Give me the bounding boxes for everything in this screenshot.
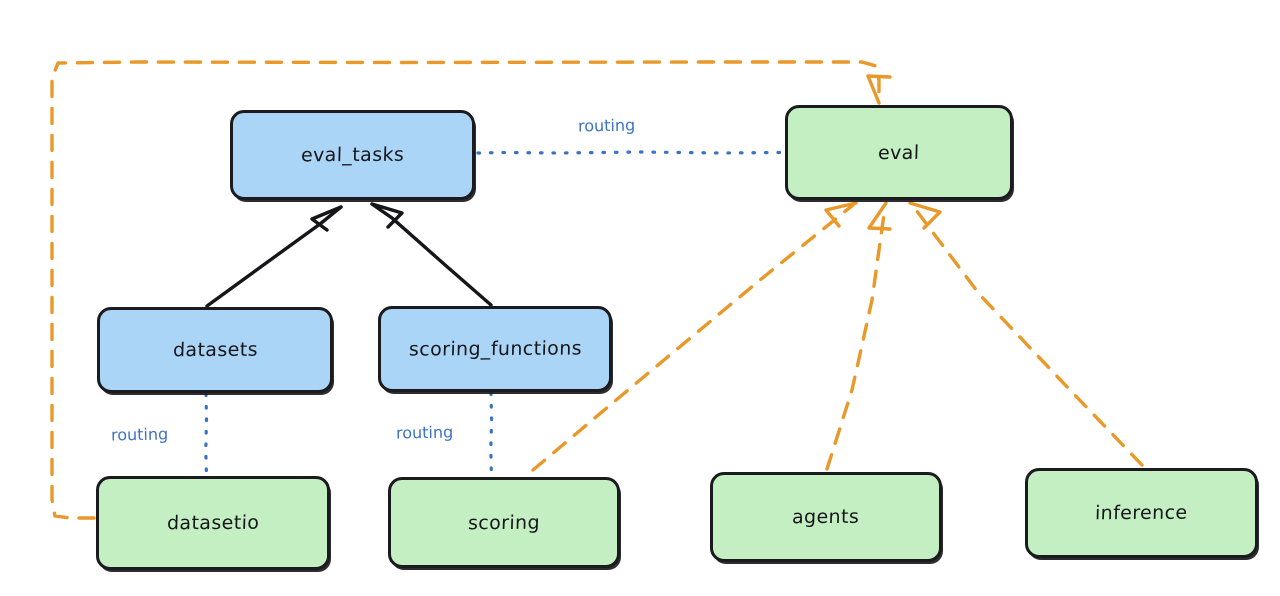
edge-inference-to-eval	[908, 201, 1144, 467]
node-label: scoring_functions	[408, 337, 582, 361]
node-eval[interactable]: eval	[785, 105, 1013, 200]
node-inference[interactable]: inference	[1025, 468, 1258, 558]
edge-eval_tasks-to-eval	[476, 150, 784, 155]
node-datasets[interactable]: datasets	[97, 307, 333, 393]
node-eval-tasks[interactable]: eval_tasks	[230, 110, 475, 200]
node-scoring-functions[interactable]: scoring_functions	[378, 306, 612, 392]
node-label: eval	[877, 141, 921, 164]
node-label: scoring	[467, 511, 541, 534]
node-label: datasetio	[166, 511, 260, 535]
node-scoring[interactable]: scoring	[388, 477, 620, 568]
node-datasetio[interactable]: datasetio	[96, 476, 330, 570]
edge-label-routing-datasets: routing	[110, 424, 169, 445]
node-label: agents	[792, 505, 860, 529]
node-agents[interactable]: agents	[710, 472, 942, 562]
edge-scoring_functions-to-eval_tasks	[370, 202, 493, 307]
edge-datasets-to-datasetio	[204, 392, 209, 476]
edge-label-routing-scoring-functions: routing	[395, 422, 454, 443]
edge-datasets-to-eval_tasks	[205, 205, 343, 308]
node-label: datasets	[172, 338, 258, 362]
node-label: eval_tasks	[300, 143, 405, 167]
edge-scoring_functions-to-scoring	[489, 391, 494, 477]
edge-agents-to-eval	[825, 201, 892, 471]
node-label: inference	[1094, 501, 1189, 525]
edge-label-routing-eval-tasks: routing	[577, 115, 636, 136]
